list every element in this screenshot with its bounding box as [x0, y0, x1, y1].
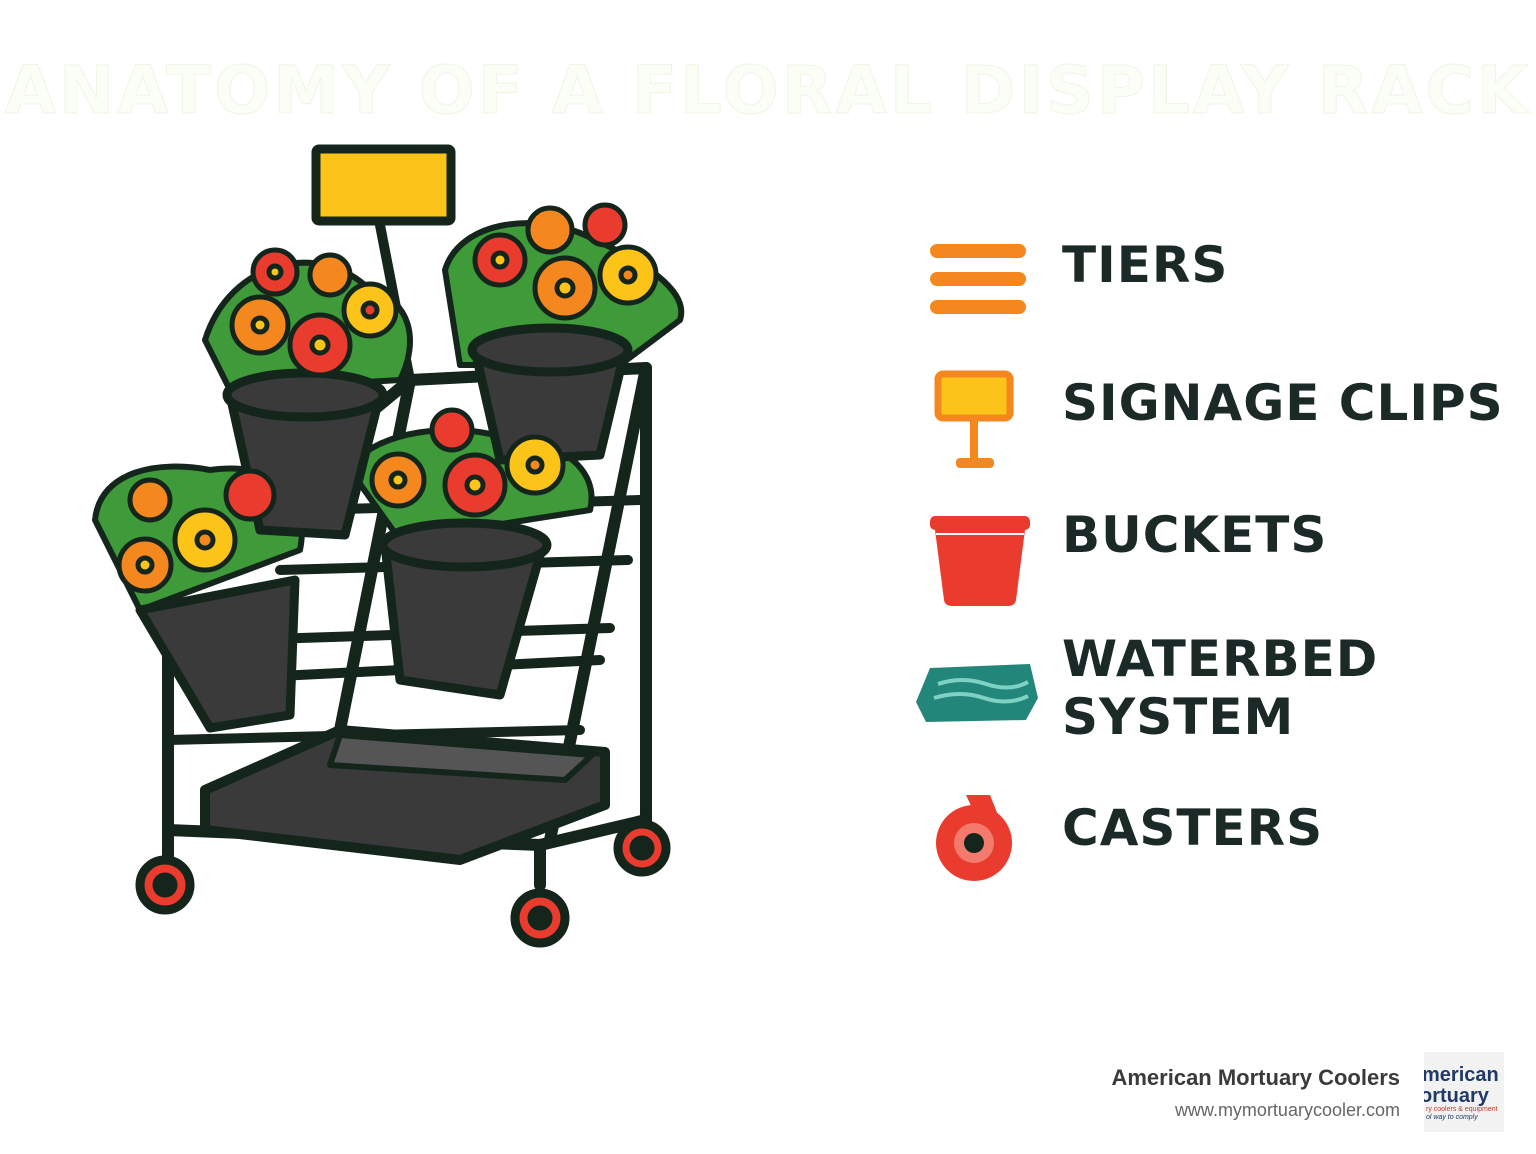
floral-rack-illustration	[92, 144, 685, 948]
sign-board	[311, 144, 456, 226]
logo-line-3: ry coolers & equipment	[1426, 1106, 1498, 1113]
logo-line-4: ol way to comply	[1426, 1114, 1478, 1121]
legend-label-casters: CASTERS	[1062, 799, 1324, 857]
page-title: ANATOMY OF A FLORAL DISPLAY RACK	[4, 52, 1532, 130]
footer-url[interactable]: www.mymortuarycooler.com	[1174, 1100, 1400, 1120]
waterbed-icon	[916, 664, 1038, 722]
footer: American Mortuary Coolers www.mymortuary…	[1111, 1062, 1400, 1126]
caster-icon	[936, 795, 1012, 881]
legend-label-signage-clips: SIGNAGE CLIPS	[1062, 374, 1504, 432]
buckets	[135, 323, 633, 733]
base-tray	[200, 725, 610, 865]
signage-clip-icon	[934, 370, 1014, 468]
logo-line-2: ortuary	[1424, 1085, 1489, 1107]
legend-label-buckets: BUCKETS	[1062, 506, 1328, 564]
footer-company-name: American Mortuary Coolers	[1111, 1065, 1400, 1090]
legend-label-waterbed-system: WATERBED SYSTEM	[1062, 630, 1379, 746]
legend-label-tiers: TIERS	[1062, 236, 1229, 294]
company-logo: merican ortuary ry coolers & equipment o…	[1424, 1052, 1504, 1132]
flowers	[116, 202, 659, 594]
tiers-icon	[930, 244, 1026, 314]
caster-wheels	[135, 819, 671, 948]
bucket-icon	[930, 516, 1030, 606]
logo-line-1: merican	[1424, 1064, 1499, 1086]
